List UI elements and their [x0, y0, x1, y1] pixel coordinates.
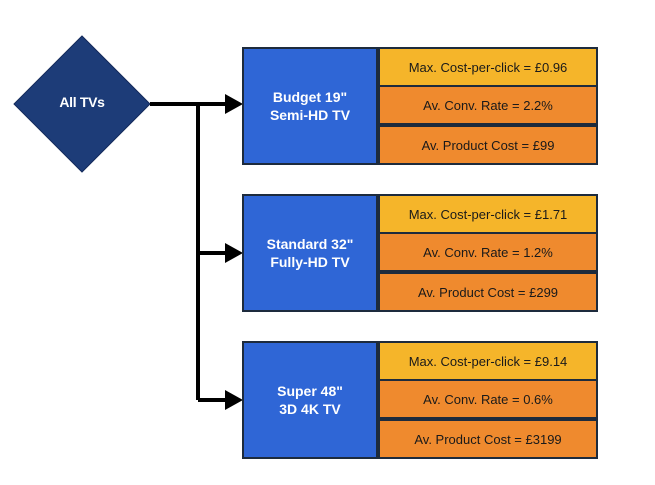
arrowhead-3 — [225, 390, 243, 410]
product-cost-box: Av. Product Cost = £3199 — [378, 419, 598, 459]
tv-category-line1: Budget 19" — [272, 89, 348, 105]
tv-category-box: Standard 32" Fully-HD TV — [242, 194, 378, 312]
arrowheads — [225, 94, 243, 410]
tv-category-line1: Standard 32" — [266, 236, 354, 252]
tv-category-line2: Semi-HD TV — [269, 107, 351, 123]
tv-group-budget: Budget 19" Semi-HD TV Max. Cost-per-clic… — [242, 47, 598, 165]
max-cpc-box: Max. Cost-per-click = £1.71 — [378, 194, 598, 234]
tv-category-box: Super 48" 3D 4K TV — [242, 341, 378, 459]
product-cost-box: Av. Product Cost = £99 — [378, 125, 598, 165]
arrowhead-1 — [225, 94, 243, 114]
tv-category-line2: 3D 4K TV — [279, 401, 341, 417]
max-cpc-box: Max. Cost-per-click = £0.96 — [378, 47, 598, 87]
root-label: All TVs — [59, 94, 105, 110]
tv-category-line2: Fully-HD TV — [270, 254, 350, 270]
conv-rate-box: Av. Conv. Rate = 0.6% — [378, 379, 598, 419]
connector-lines — [150, 102, 228, 402]
root-diamond — [13, 35, 151, 173]
max-cpc-box: Max. Cost-per-click = £9.14 — [378, 341, 598, 381]
arrowhead-2 — [225, 243, 243, 263]
tv-group-super: Super 48" 3D 4K TV Max. Cost-per-click =… — [242, 341, 598, 459]
tv-category-line1: Super 48" — [277, 383, 343, 399]
product-cost-box: Av. Product Cost = £299 — [378, 272, 598, 312]
conv-rate-box: Av. Conv. Rate = 1.2% — [378, 232, 598, 272]
tv-category-box: Budget 19" Semi-HD TV — [242, 47, 378, 165]
conv-rate-box: Av. Conv. Rate = 2.2% — [378, 85, 598, 125]
tv-group-standard: Standard 32" Fully-HD TV Max. Cost-per-c… — [242, 194, 598, 312]
